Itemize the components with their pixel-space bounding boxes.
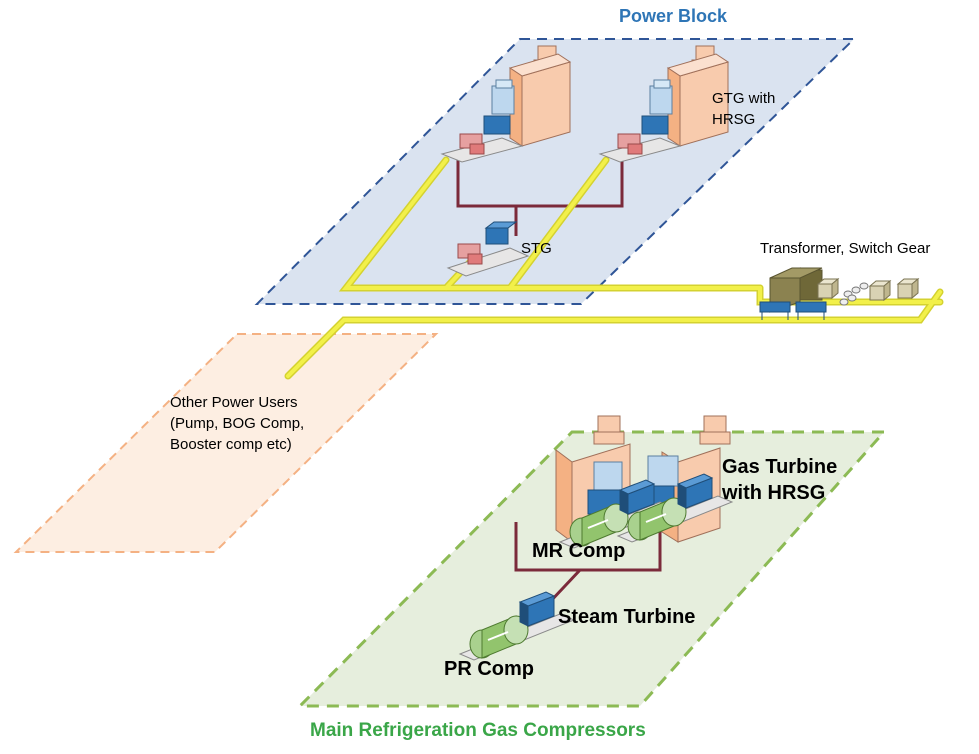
pr-comp-label: PR Comp [444,658,534,680]
gtg-label-line2: HRSG [712,111,756,128]
other-users-area [13,333,439,553]
other-users-label: Other Power Users (Pump, BOG Comp, Boost… [170,392,304,455]
transformer-label: Transformer, Switch Gear [760,240,931,257]
transformer-yard [759,267,919,320]
other-users-line3: Booster comp etc) [170,436,292,453]
gas-turbine-label: Gas Turbine with HRSG [722,454,837,506]
power-block-piping [456,154,624,236]
other-users-line1: Other Power Users [170,394,298,411]
refrigeration-title: Main Refrigeration Gas Compressors [310,720,646,741]
mr-comp-label: MR Comp [532,540,626,562]
stg-unit [446,221,530,277]
steam-turbine-label: Steam Turbine [558,606,696,628]
power-block-title: Power Block [619,6,728,26]
gtg-label: GTG with HRSG [712,88,775,130]
other-users-line2: (Pump, BOG Comp, [170,415,305,432]
gtg-label-line1: GTG with [712,90,776,107]
stg-label: STG [521,240,552,257]
gas-turbine-line2: with HRSG [722,482,826,504]
gas-turbine-line1: Gas Turbine [722,456,838,478]
